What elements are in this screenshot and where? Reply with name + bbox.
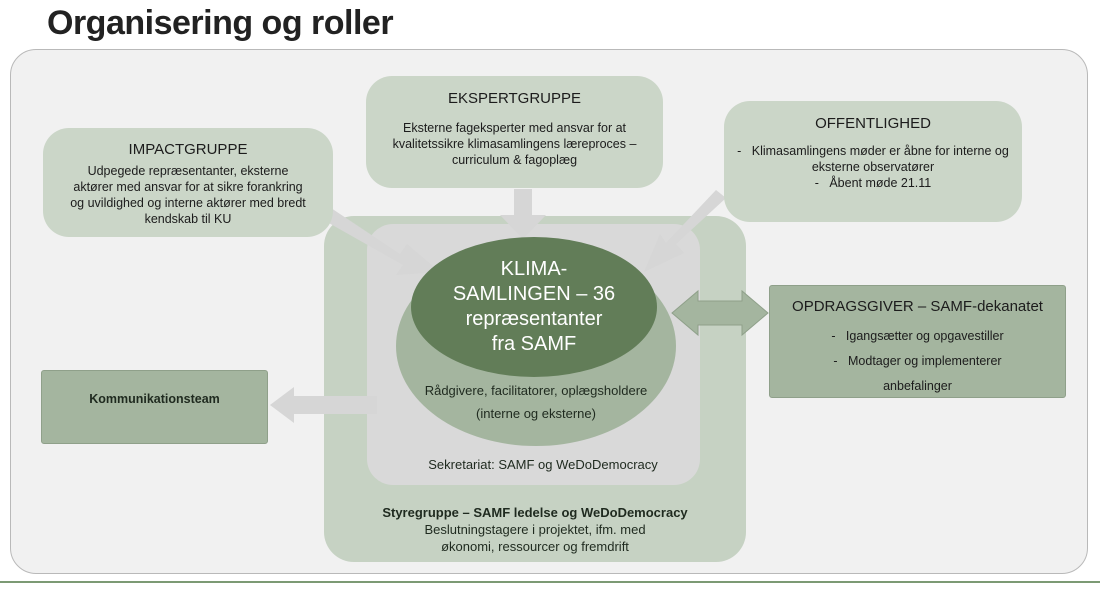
offentlighed-item: - Åbent møde 21.11 xyxy=(814,176,932,190)
ekspertgruppe-heading: EKSPERTGRUPPE xyxy=(447,90,582,107)
raadgivere-text: Rådgivere, facilitatorer, oplægsholdere … xyxy=(424,383,648,421)
sekretariat-label: Sekretariat: SAMF og WeDoDemocracy xyxy=(428,457,658,472)
impactgruppe-box: IMPACTGRUPPE Udpegede repræsentanter, ek… xyxy=(43,128,333,237)
klimasamlingen-label: KLIMA- SAMLINGEN – 36 repræsentanter fra… xyxy=(452,258,616,355)
page-title: Organisering og roller xyxy=(47,4,394,42)
kommunikationsteam-box: Kommunikationsteam xyxy=(41,370,268,444)
arrow-impactgruppe xyxy=(320,206,440,275)
offentlighed-heading: OFFENTLIGHED xyxy=(815,115,931,132)
arrow-ekspertgruppe xyxy=(500,189,546,239)
styregruppe-heading: Styregruppe – SAMF ledelse og WeDoDemocr… xyxy=(382,505,688,520)
opdragsgiver-heading: OPDRAGSGIVER – SAMF-dekanatet xyxy=(792,298,1043,315)
arrow-offentlighed xyxy=(644,190,726,272)
opdragsgiver-box: OPDRAGSGIVER – SAMF-dekanatet - Igangsæt… xyxy=(769,285,1066,398)
ekspertgruppe-box: EKSPERTGRUPPE Eksterne fageksperter med … xyxy=(366,76,663,188)
arrow-opdragsgiver xyxy=(671,289,769,337)
styregruppe-text: Styregruppe – SAMF ledelse og WeDoDemocr… xyxy=(340,504,730,555)
arrow-kommunikationsteam xyxy=(270,387,377,423)
offentlighed-item: - Klimasamlingens møder er åbne for inte… xyxy=(737,144,1009,158)
offentlighed-box: OFFENTLIGHED - Klimasamlingens møder er … xyxy=(724,101,1022,222)
opdragsgiver-item: - Igangsætter og opgavestiller xyxy=(831,329,1004,343)
impactgruppe-heading: IMPACTGRUPPE xyxy=(128,141,248,158)
opdragsgiver-item: - Modtager og implementerer xyxy=(833,354,1002,368)
klimasamlingen-ellipse: KLIMA- SAMLINGEN – 36 repræsentanter fra… xyxy=(411,237,657,377)
